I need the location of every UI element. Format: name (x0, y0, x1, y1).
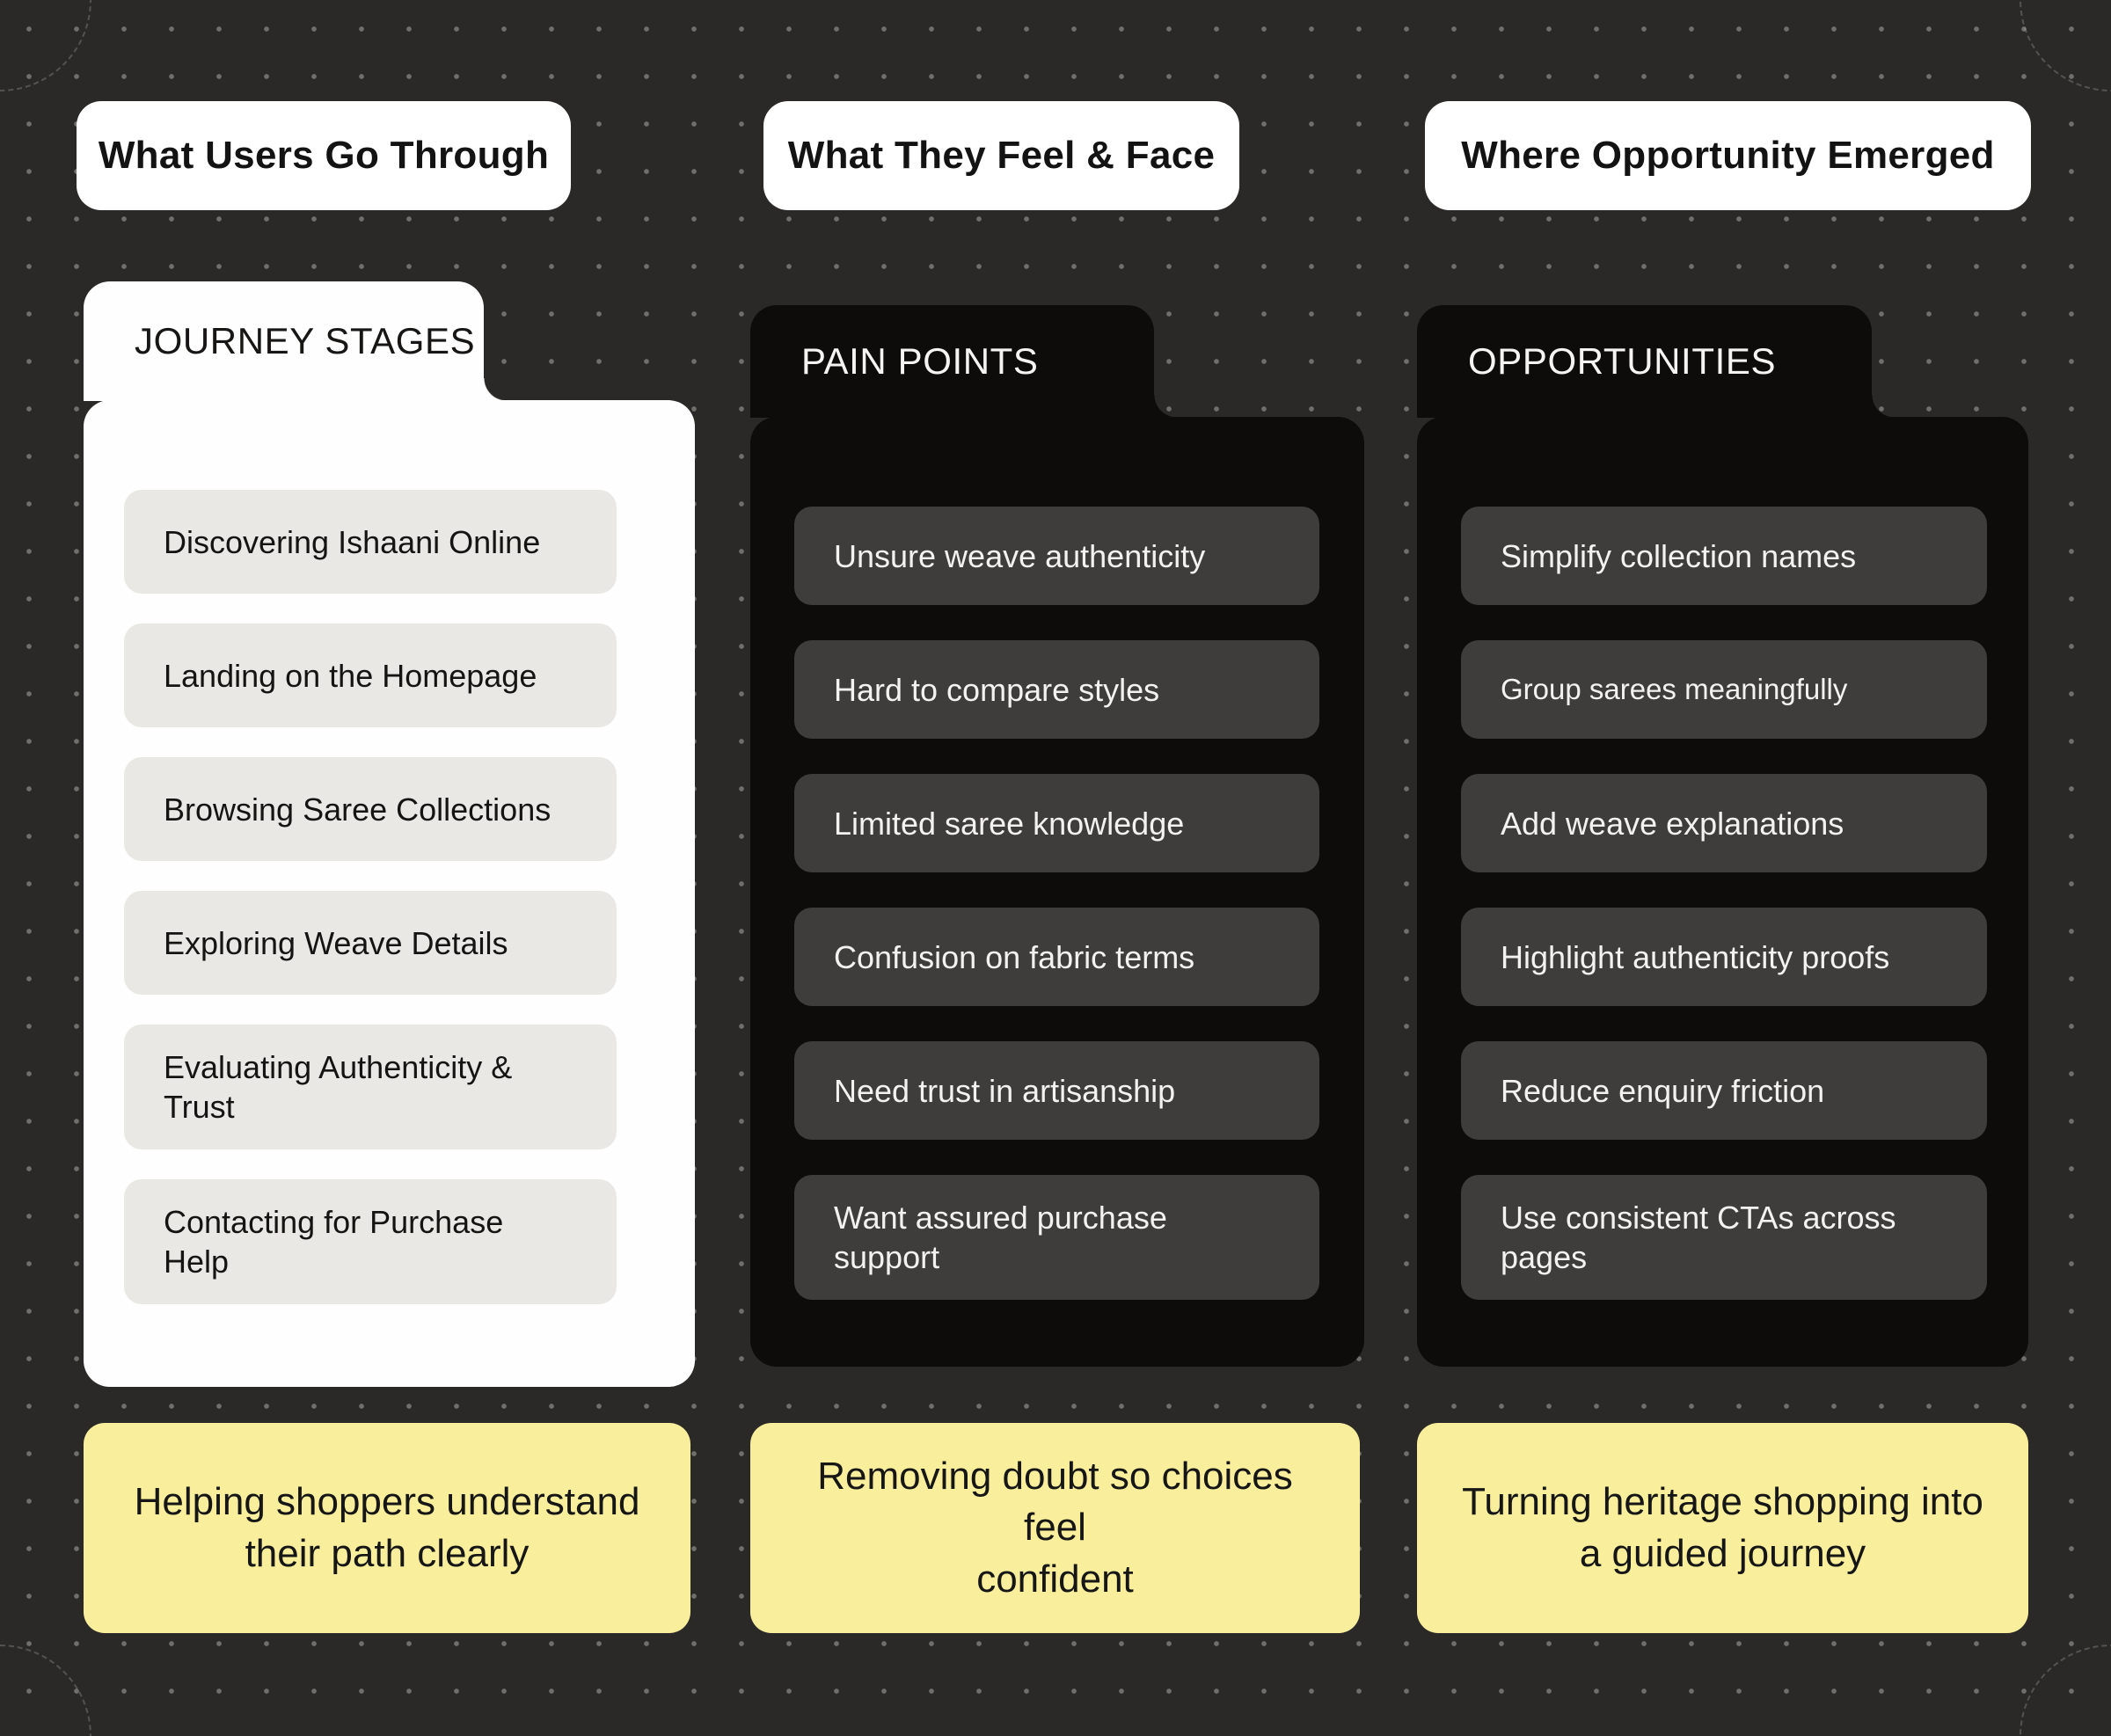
pain-point-item: Need trust in artisanship (794, 1041, 1319, 1140)
opportunity-item: Reduce enquiry friction (1461, 1041, 1987, 1140)
column-header-pain-points: What They Feel & Face (763, 101, 1239, 210)
opportunity-item: Add weave explanations (1461, 774, 1987, 872)
opportunity-item: Simplify collection names (1461, 507, 1987, 605)
column-header-journey: What Users Go Through (77, 101, 571, 210)
opportunity-item: Use consistent CTAs across pages (1461, 1175, 1987, 1300)
pain-points-body: Unsure weave authenticity Hard to compar… (750, 417, 1364, 1367)
corner-arc-decoration (2020, 0, 2111, 91)
corner-arc-decoration (0, 0, 91, 91)
journey-stage-item: Evaluating Authenticity & Trust (124, 1025, 617, 1149)
pain-point-item: Hard to compare styles (794, 640, 1319, 739)
pain-point-item: Unsure weave authenticity (794, 507, 1319, 605)
summary-card-pain-points: Removing doubt so choices feel confident (750, 1423, 1360, 1633)
journey-stage-item: Exploring Weave Details (124, 891, 617, 995)
column-header-opportunities: Where Opportunity Emerged (1425, 101, 2031, 210)
pain-points-tab-label: PAIN POINTS (750, 305, 1177, 418)
corner-arc-decoration (2020, 1645, 2111, 1736)
summary-card-journey: Helping shoppers understand their path c… (84, 1423, 690, 1633)
opportunity-item: Highlight authenticity proofs (1461, 908, 1987, 1006)
journey-stages-body: Discovering Ishaani Online Landing on th… (84, 400, 695, 1387)
journey-stage-item: Browsing Saree Collections (124, 757, 617, 861)
summary-card-opportunities: Turning heritage shopping into a guided … (1417, 1423, 2028, 1633)
journey-stage-item: Landing on the Homepage (124, 624, 617, 727)
journey-stages-tab-label: JOURNEY STAGES (84, 281, 507, 401)
journey-stage-item: Contacting for Purchase Help (124, 1179, 617, 1304)
pain-point-item: Limited saree knowledge (794, 774, 1319, 872)
opportunities-tab-label: OPPORTUNITIES (1417, 305, 1895, 418)
pain-point-item: Want assured purchase support (794, 1175, 1319, 1300)
opportunity-item: Group sarees meaningfully (1461, 640, 1987, 739)
journey-stage-item: Discovering Ishaani Online (124, 490, 617, 594)
pain-point-item: Confusion on fabric terms (794, 908, 1319, 1006)
corner-arc-decoration (0, 1645, 91, 1736)
opportunities-body: Simplify collection names Group sarees m… (1417, 417, 2028, 1367)
